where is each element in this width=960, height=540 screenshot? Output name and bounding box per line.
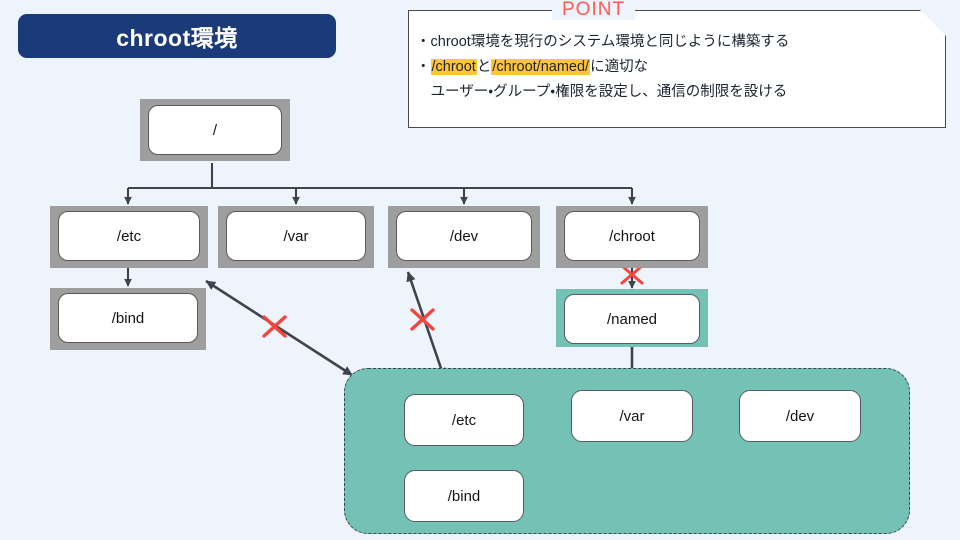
node-var[interactable]: /var	[226, 211, 366, 261]
point-highlight: /chroot	[430, 59, 477, 75]
blocked-markers	[262, 264, 644, 338]
node-bind[interactable]: /bind	[58, 293, 198, 343]
node-named[interactable]: /named	[564, 294, 700, 344]
node-chroot-var[interactable]: /var	[571, 390, 693, 442]
point-line-3: ユーザー・グループ・権限を設定し、通信の制限を設ける	[416, 80, 936, 105]
blocked-x-chroot-named	[620, 264, 644, 285]
node-etc-label: /etc	[116, 227, 142, 245]
point-text: に適切な	[590, 59, 649, 75]
point-label: POINT	[552, 0, 636, 20]
link-blocked-bind-group	[205, 279, 353, 377]
node-dev-label: /dev	[449, 227, 479, 245]
node-named-label: /named	[606, 310, 658, 328]
node-chroot-etc-label: /etc	[451, 411, 477, 429]
blocked-x-dev-group	[410, 308, 435, 331]
node-chroot-bind[interactable]: /bind	[404, 470, 524, 522]
node-bind-label: /bind	[111, 309, 145, 327]
point-text: と	[476, 59, 492, 75]
node-chroot-dev[interactable]: /dev	[739, 390, 861, 442]
point-line-2: ・/chrootと/chroot/named/に適切な	[416, 55, 936, 80]
node-root-label: /	[212, 121, 218, 139]
node-chroot-etc[interactable]: /etc	[404, 394, 524, 446]
node-chroot[interactable]: /chroot	[564, 211, 700, 261]
node-etc[interactable]: /etc	[58, 211, 200, 261]
page-title: chroot環境	[116, 25, 238, 51]
node-chroot-bind-label: /bind	[447, 487, 481, 505]
point-highlight: /chroot/named/	[491, 59, 591, 75]
point-text: ・chroot環境を現行のシステム環境と同じように構築する	[416, 34, 790, 50]
node-chroot-label: /chroot	[609, 227, 655, 245]
title-banner: chroot環境	[18, 14, 336, 58]
node-dev[interactable]: /dev	[396, 211, 532, 261]
node-var-label: /var	[283, 227, 309, 245]
blocked-x-bind-group	[262, 315, 287, 338]
point-text: ・	[416, 59, 431, 75]
point-text: ユーザー・グループ・権限を設定し、通信の制限を設ける	[416, 84, 788, 100]
point-box-content: ・chroot環境を現行のシステム環境と同じように構築する ・/chrootと/…	[408, 10, 946, 128]
node-chroot-var-label: /var	[619, 407, 645, 425]
point-line-1: ・chroot環境を現行のシステム環境と同じように構築する	[416, 30, 936, 55]
node-chroot-dev-label: /dev	[785, 407, 815, 425]
node-root[interactable]: /	[148, 105, 282, 155]
